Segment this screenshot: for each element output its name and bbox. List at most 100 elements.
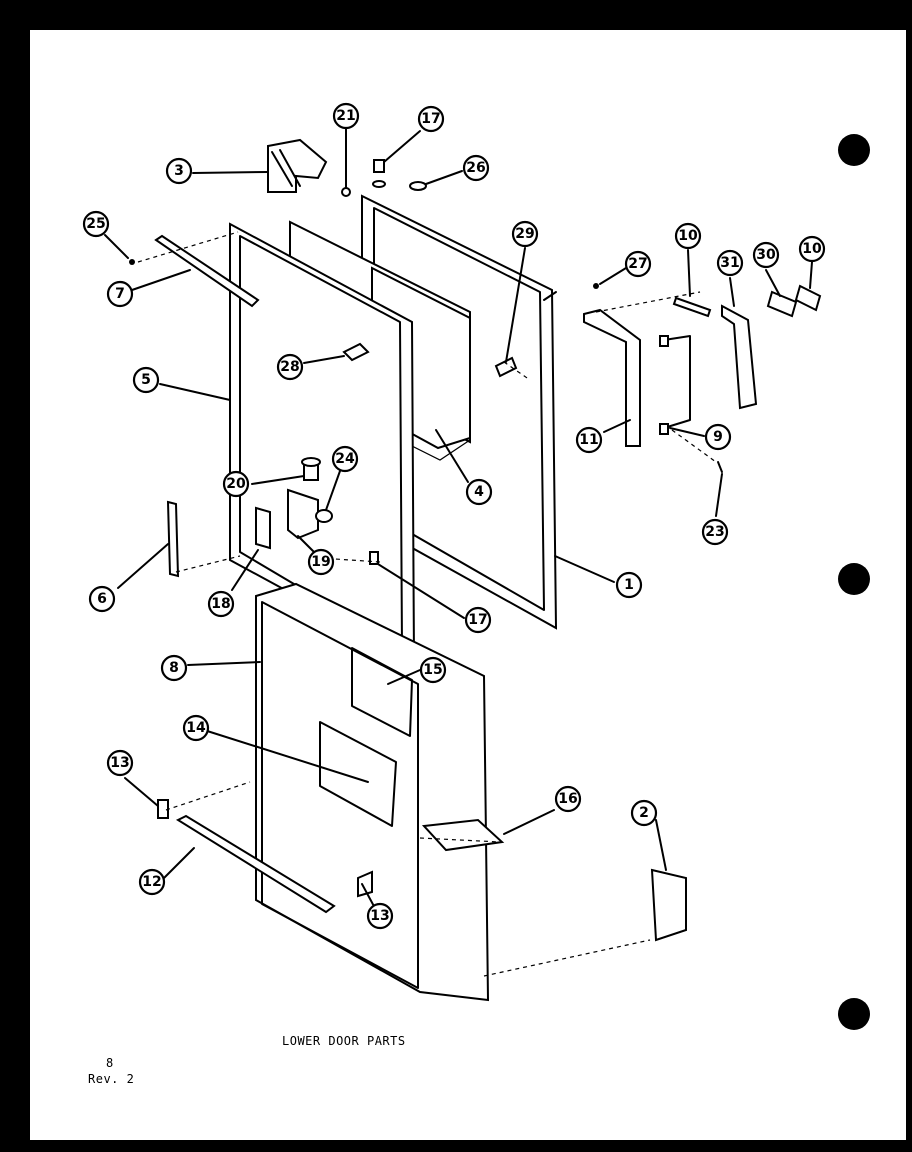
diagram-caption: LOWER DOOR PARTS [282, 1034, 406, 1048]
callout-13-right: 13 [366, 902, 394, 930]
part-27-screw [593, 283, 599, 289]
callout-1: 1 [615, 571, 643, 599]
callout-11: 11 [575, 426, 603, 454]
part-20-hinge-pin [301, 457, 321, 481]
callout-13-left: 13 [106, 749, 134, 777]
part-13-clip-left [157, 799, 169, 819]
svg-text:25: 25 [86, 216, 105, 232]
svg-text:3: 3 [174, 163, 184, 179]
part-9-door-handle [659, 335, 691, 435]
callout-19: 19 [307, 548, 335, 576]
callout-30: 30 [752, 241, 780, 269]
callout-17-bottom: 17 [464, 606, 492, 634]
part-11-handle-bracket [583, 308, 641, 447]
callout-21: 21 [332, 102, 360, 130]
svg-text:16: 16 [558, 791, 577, 807]
part-23-screw [717, 461, 723, 473]
svg-text:14: 14 [186, 720, 206, 736]
svg-text:29: 29 [515, 226, 534, 242]
svg-text:11: 11 [579, 432, 598, 448]
callout-29: 29 [511, 220, 539, 248]
svg-text:27: 27 [628, 256, 647, 272]
callout-10-right: 10 [798, 235, 826, 263]
callout-10-left: 10 [674, 222, 702, 250]
svg-text:4: 4 [474, 484, 484, 500]
part-26-washer [409, 181, 427, 191]
svg-text:19: 19 [311, 554, 330, 570]
revision-label: Rev. 2 [88, 1072, 135, 1086]
svg-text:26: 26 [466, 160, 485, 176]
part-17-top-bushing [372, 159, 386, 188]
binder-hole-bottom [838, 998, 870, 1030]
part-31-handle-trim [721, 304, 758, 410]
part-30-insert [766, 290, 798, 318]
svg-text:12: 12 [142, 874, 161, 890]
svg-text:28: 28 [280, 359, 299, 375]
callout-6: 6 [88, 585, 116, 613]
svg-text:5: 5 [141, 372, 151, 388]
callout-7: 7 [106, 280, 134, 308]
svg-text:8: 8 [169, 660, 179, 676]
svg-text:13: 13 [370, 908, 389, 924]
part-25-screw [129, 259, 135, 265]
part-10-cap-left [672, 296, 712, 318]
svg-text:17: 17 [421, 111, 440, 127]
part-3-hinge-cover [267, 138, 328, 193]
svg-text:18: 18 [211, 596, 230, 612]
callout-17-top: 17 [417, 105, 445, 133]
svg-text:7: 7 [115, 286, 125, 302]
svg-text:17: 17 [468, 612, 487, 628]
part-24-bushing [315, 509, 333, 523]
callout-28: 28 [276, 353, 304, 381]
svg-text:20: 20 [226, 476, 246, 492]
part-7-top-trim-strip [154, 234, 260, 308]
part-2-cover [650, 868, 687, 942]
svg-text:2: 2 [639, 805, 649, 821]
part-18-plate [255, 506, 271, 550]
callout-8: 8 [160, 654, 188, 682]
part-19-hinge-bracket [287, 488, 319, 540]
callout-16: 16 [554, 785, 582, 813]
page-number: 8 [106, 1056, 114, 1070]
part-13-clip-right [357, 870, 373, 898]
part-28-clip [342, 342, 370, 362]
svg-text:21: 21 [336, 108, 355, 124]
svg-text:23: 23 [705, 524, 724, 540]
part-10-cap-right [794, 284, 822, 312]
svg-text:9: 9 [713, 429, 723, 445]
svg-text:10: 10 [678, 228, 698, 244]
binder-hole-middle [838, 563, 870, 595]
part-17-bottom-bushing [369, 551, 379, 565]
callout-27: 27 [624, 250, 652, 278]
callout-24: 24 [331, 445, 359, 473]
callout-23: 23 [701, 518, 729, 546]
svg-text:10: 10 [802, 241, 822, 257]
svg-text:1: 1 [624, 577, 634, 593]
svg-text:13: 13 [110, 755, 129, 771]
callout-9: 9 [704, 423, 732, 451]
callout-2: 2 [630, 799, 658, 827]
callout-31: 31 [716, 249, 744, 277]
svg-text:15: 15 [423, 662, 442, 678]
callout-20: 20 [222, 470, 250, 498]
svg-text:24: 24 [335, 451, 355, 467]
callout-18: 18 [207, 590, 235, 618]
svg-text:31: 31 [720, 255, 739, 271]
leader-lines [104, 128, 813, 911]
callout-25: 25 [82, 210, 110, 238]
svg-text:6: 6 [97, 591, 107, 607]
callout-15: 15 [419, 656, 447, 684]
callout-12: 12 [138, 868, 166, 896]
part-12-bottom-trim [175, 814, 336, 914]
part-16-tray [421, 818, 505, 852]
binder-hole-top [838, 134, 870, 166]
part-8-lower-door-panel [255, 582, 490, 1002]
svg-text:30: 30 [756, 247, 776, 263]
callout-3: 3 [165, 157, 193, 185]
part-21-screw [341, 187, 351, 197]
callout-26: 26 [462, 154, 490, 182]
alignment-lines [137, 231, 717, 977]
callout-14: 14 [182, 714, 210, 742]
callout-4: 4 [465, 478, 493, 506]
